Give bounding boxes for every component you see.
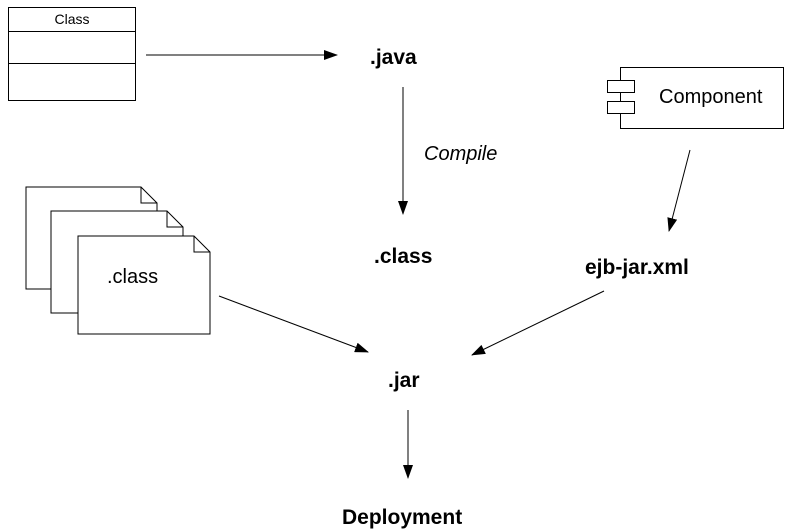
component-name: Component	[659, 86, 763, 108]
compile-label: Compile	[424, 143, 498, 165]
uml-class-name: Class	[9, 8, 135, 32]
arrow-classfiles-to-jar	[218, 295, 369, 353]
class-files-stack-icon	[25, 186, 211, 335]
deployment-label: Deployment	[342, 506, 463, 529]
uml-class-attributes	[9, 32, 135, 64]
ejb-jar-xml-label: ejb-jar.xml	[585, 256, 689, 279]
component-tab-icon	[607, 101, 635, 114]
class-files-label: .class	[107, 266, 159, 288]
jar-file-label: .jar	[388, 369, 420, 392]
component-box: Component	[607, 67, 784, 129]
arrow-ejbjar-to-jar	[471, 290, 605, 356]
class-file-label: .class	[374, 245, 433, 268]
component-tab-icon	[607, 80, 635, 93]
uml-class-box: Class	[8, 7, 136, 101]
arrow-component-to-ejbjar	[667, 149, 691, 232]
java-file-label: .java	[370, 46, 417, 69]
